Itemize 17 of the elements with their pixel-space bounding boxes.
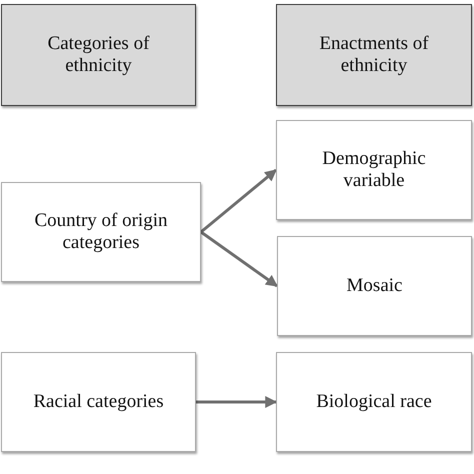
arrow <box>200 168 277 234</box>
category-box <box>276 352 472 452</box>
box-label: Racial categories <box>33 391 164 413</box>
arrow <box>200 230 278 288</box>
box-label: Categories of ethnicity <box>46 33 150 77</box>
column-header-box <box>276 4 472 106</box>
category-box <box>277 236 472 336</box>
box-label: Country of origin categories <box>34 210 168 254</box>
box-label: Biological race <box>316 391 432 413</box>
box-label: Mosaic <box>346 275 402 297</box>
category-box <box>1 352 196 452</box>
category-box <box>1 182 201 282</box>
box-label: Demographic variable <box>321 148 427 192</box>
box-label: Enactments of ethnicity <box>318 33 430 77</box>
arrow <box>196 396 278 408</box>
category-box <box>276 120 472 220</box>
column-header-box <box>1 4 196 106</box>
